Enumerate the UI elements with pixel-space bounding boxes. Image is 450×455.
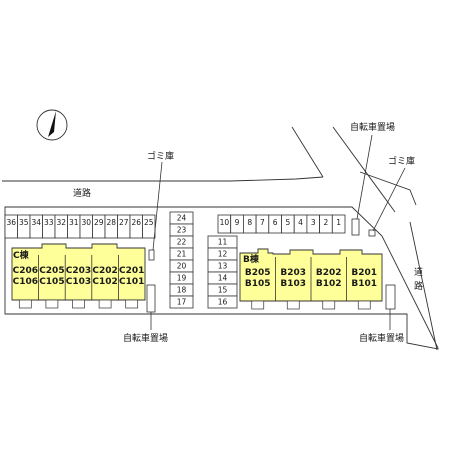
parking-slot-number: 8	[247, 218, 252, 227]
parking-slot-number: 30	[81, 218, 91, 227]
parking-slot-number: 28	[106, 218, 116, 227]
bike-parking-center	[146, 284, 156, 313]
building-c: C棟	[11, 243, 146, 301]
parking-slot-number: 23	[177, 226, 187, 235]
building-c-unit-upper: C202	[92, 266, 117, 276]
parking-slot-number: 31	[69, 218, 79, 227]
parking-slot-number: 7	[260, 218, 265, 227]
building-b-unit-upper: B205	[245, 268, 271, 278]
parking-slot-number: 17	[177, 298, 187, 307]
parking-slot-number: 19	[177, 274, 187, 283]
parking-slot-number: 14	[218, 274, 228, 283]
building-c-unit-upper: C206	[13, 266, 38, 276]
building-c-unit-lower: C102	[92, 277, 117, 287]
parking-slot-number: 32	[56, 218, 66, 227]
parking-slot-number: 12	[218, 250, 228, 259]
bike-parking-bottom-right	[385, 284, 396, 310]
bike-parking-label-top-right: 自転車置場	[350, 121, 395, 133]
parking-slot-number: 21	[177, 250, 187, 259]
parking-slot-number: 11	[218, 238, 228, 247]
svg-text:路: 路	[414, 280, 423, 292]
parking-slot-number: 5	[285, 218, 290, 227]
parking-slot-number: 34	[31, 218, 41, 227]
building-c-name: C棟	[13, 249, 30, 261]
road-lines	[2, 126, 438, 351]
building-b-unit-upper: B203	[280, 268, 306, 278]
leader-lines	[150, 134, 406, 330]
road-label-right: 道 路	[414, 266, 423, 292]
parking-slot	[169, 295, 194, 309]
parking-slot	[207, 295, 238, 309]
building-b-unit-lower: B103	[280, 279, 306, 289]
parking-slot-number: 6	[273, 218, 278, 227]
parking-slot-number: 20	[177, 262, 187, 271]
building-c-unit-lower: C105	[39, 277, 64, 287]
parking-slot-number: 4	[298, 218, 303, 227]
parking-column-24-17: 24 23 22 21 20 19 18 17	[169, 211, 194, 309]
bike-parking-label-bottom-center: 自転車置場	[123, 332, 168, 344]
parking-slot-number: 2	[324, 218, 329, 227]
building-b-unit-lower: B102	[316, 279, 342, 289]
parking-slot-number: 16	[218, 298, 228, 307]
building-c-unit-lower: C103	[66, 277, 91, 287]
parking-slot-number: 3	[311, 218, 316, 227]
parking-slot-number: 13	[218, 262, 228, 271]
bike-parking-top-right	[351, 218, 360, 236]
parking-slot-number: 22	[177, 238, 187, 247]
building-b-unit-lower: B101	[351, 279, 377, 289]
parking-slot-number: 27	[119, 218, 129, 227]
parking-slot	[142, 214, 156, 239]
parking-slot-number: 29	[94, 218, 104, 227]
parking-slot-number: 18	[177, 286, 187, 295]
svg-text:道: 道	[414, 266, 423, 278]
parking-slot-number: 10	[220, 218, 230, 227]
building-c-unit-upper: C205	[39, 266, 64, 276]
parking-slot-number: 9	[235, 218, 240, 227]
parking-slot-number: 33	[44, 218, 54, 227]
parking-slot-number: 24	[177, 214, 187, 223]
building-b-unit-upper: B202	[316, 268, 342, 278]
bike-parking-label-bottom-right: 自転車置場	[359, 332, 404, 344]
parking-slot-number: 15	[218, 286, 228, 295]
building-c-unit-lower: C106	[13, 277, 38, 287]
parking-slot-number: 26	[131, 218, 141, 227]
parking-slot	[331, 214, 346, 234]
building-b-unit-lower: B105	[245, 279, 271, 289]
building-c-unit-upper: C201	[119, 266, 144, 276]
building-b-name: B棟	[243, 253, 260, 265]
building-c-unit-upper: C203	[66, 266, 91, 276]
parking-slot-number: 25	[144, 218, 154, 227]
north-arrow-icon	[36, 109, 68, 141]
trash-storage-right	[368, 229, 376, 237]
road-label-top: 道路	[73, 187, 91, 199]
parking-slot-number: 1	[336, 218, 341, 227]
building-c-unit-lower: C101	[119, 277, 144, 287]
trash-storage-center	[148, 249, 155, 261]
building-b-unit-upper: B201	[351, 268, 377, 278]
parking-slot-number: 36	[6, 218, 16, 227]
parking-slot-number: 35	[19, 218, 29, 227]
parking-column-11-16: 11 12 13 14 15 16	[207, 235, 238, 309]
site-boundary	[4, 206, 439, 350]
trash-label-right: ゴミ庫	[388, 155, 415, 167]
trash-label-center: ゴミ庫	[147, 150, 174, 162]
